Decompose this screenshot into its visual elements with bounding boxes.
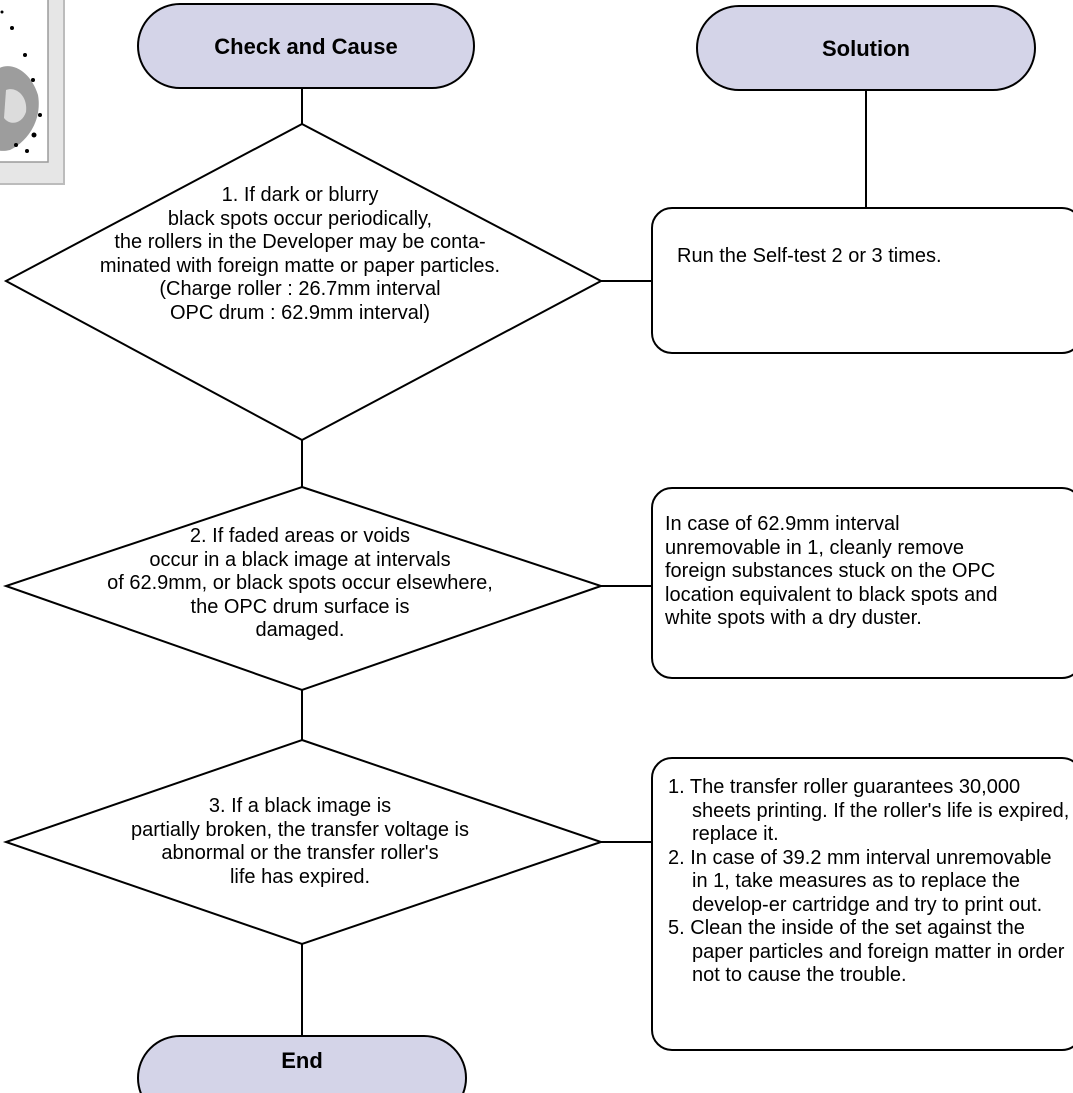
solution-3-item: 5. Clean the inside of the set against t… bbox=[668, 917, 1065, 986]
solution-title: Solution bbox=[822, 36, 910, 61]
check-3-diamond bbox=[2, 738, 605, 946]
solution-3-item: 1. The transfer roller guarantees 30,000… bbox=[668, 776, 1070, 845]
solution-3-box bbox=[651, 757, 1073, 1051]
check-1-text: 1. If dark or blurry black spots occur p… bbox=[99, 184, 501, 324]
solution-terminal bbox=[696, 5, 1036, 91]
end-terminal bbox=[137, 1035, 467, 1093]
check-2-diamond bbox=[2, 485, 605, 692]
solution-1-text: Run the Self-test 2 or 3 times. bbox=[677, 245, 942, 267]
check-3-text: 3. If a black image is partially broken,… bbox=[131, 795, 469, 888]
check-2-text: 2. If faded areas or voids occur in a bl… bbox=[107, 525, 493, 641]
connectors bbox=[301, 88, 867, 1036]
solution-3-item: 2. In case of 39.2 mm interval unremovab… bbox=[668, 846, 1052, 916]
solution-1-box bbox=[651, 207, 1073, 354]
check-1-diamond bbox=[3, 122, 604, 442]
end-title: End bbox=[281, 1048, 323, 1073]
check-and-cause-terminal bbox=[137, 3, 475, 89]
check-and-cause-title: Check and Cause bbox=[214, 34, 398, 59]
solution-2-box bbox=[651, 487, 1073, 679]
solution-2-text: In case of 62.9mm interval unremovable i… bbox=[665, 513, 998, 629]
sample-print-image bbox=[0, 0, 65, 185]
solution-3-list: 1. The transfer roller guarantees 30,000… bbox=[668, 776, 1070, 988]
